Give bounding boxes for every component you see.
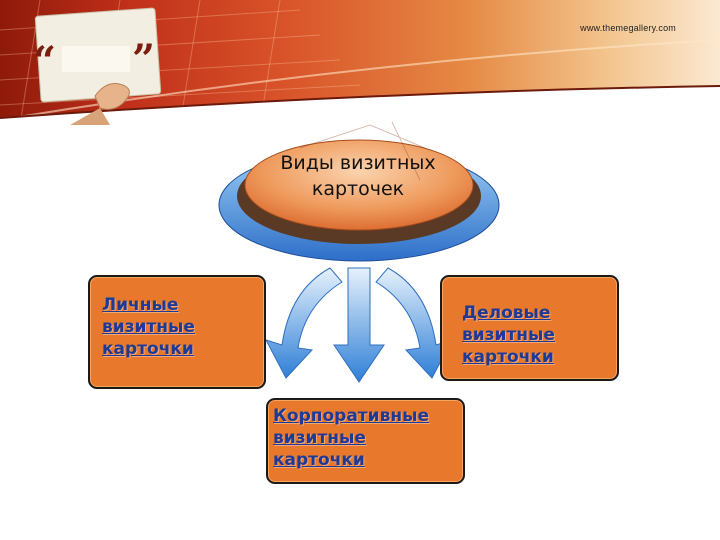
- box-corporate-line2: визитные: [273, 428, 366, 448]
- box-personal-text: Личные визитные карточки: [102, 294, 195, 360]
- box-business-cards[interactable]: [440, 275, 619, 381]
- box-business-line3: карточки: [462, 347, 554, 367]
- center-title-line2: карточек: [311, 178, 405, 200]
- box-corporate-cards[interactable]: [266, 398, 465, 484]
- box-personal-line2: визитные: [102, 317, 195, 337]
- arrow-right-curve-icon: [375, 267, 454, 379]
- arrow-left-curve-icon: [264, 267, 343, 379]
- box-corporate-line3: карточки: [273, 450, 365, 470]
- center-button: [218, 121, 500, 262]
- header-decoration: [0, 0, 720, 125]
- hand-holding-card-icon: [34, 7, 162, 125]
- box-business-line1: Деловые: [462, 303, 551, 323]
- box-corporate-line1: Корпоративные: [273, 406, 429, 426]
- arrow-down-icon: [333, 267, 385, 383]
- center-title: Виды визитных карточек: [240, 150, 476, 202]
- box-business-line2: визитные: [462, 325, 555, 345]
- box-personal-line3: карточки: [102, 339, 194, 359]
- box-personal-line1: Личные: [102, 295, 179, 315]
- box-business-text: Деловые визитные карточки: [462, 302, 555, 368]
- quote-close-icon: ”: [132, 36, 156, 83]
- center-title-line1: Виды визитных: [280, 152, 436, 174]
- header-banner: www.themegallery.com “ ”: [0, 0, 720, 125]
- header-url[interactable]: www.themegallery.com: [580, 23, 676, 33]
- box-personal-cards[interactable]: [88, 275, 266, 389]
- box-corporate-text: Корпоративные визитные карточки: [273, 405, 429, 471]
- quote-open-icon: “: [33, 38, 57, 85]
